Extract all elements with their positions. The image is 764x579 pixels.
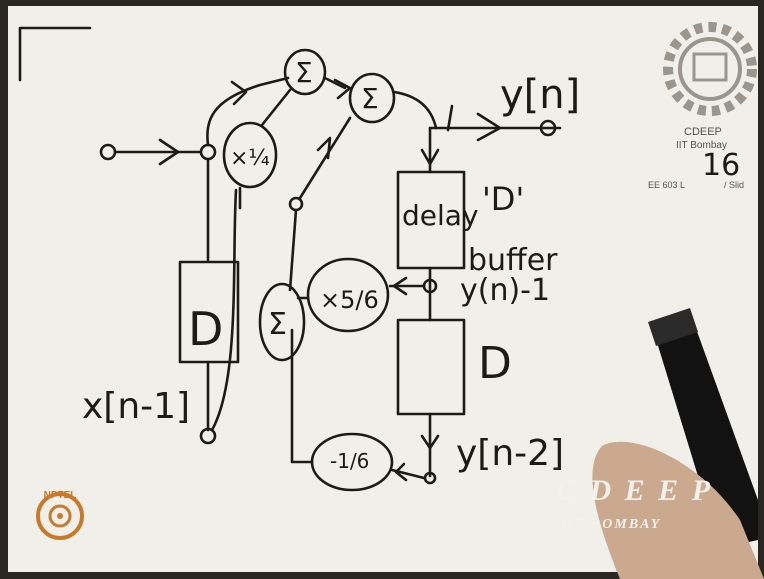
nptel-emblem-icon — [30, 490, 90, 544]
watermark-title: C D E E P — [556, 474, 713, 507]
nptel-logo: NPTEL — [30, 490, 90, 560]
watermark-subtitle: IIT BOMBAY — [559, 517, 661, 532]
